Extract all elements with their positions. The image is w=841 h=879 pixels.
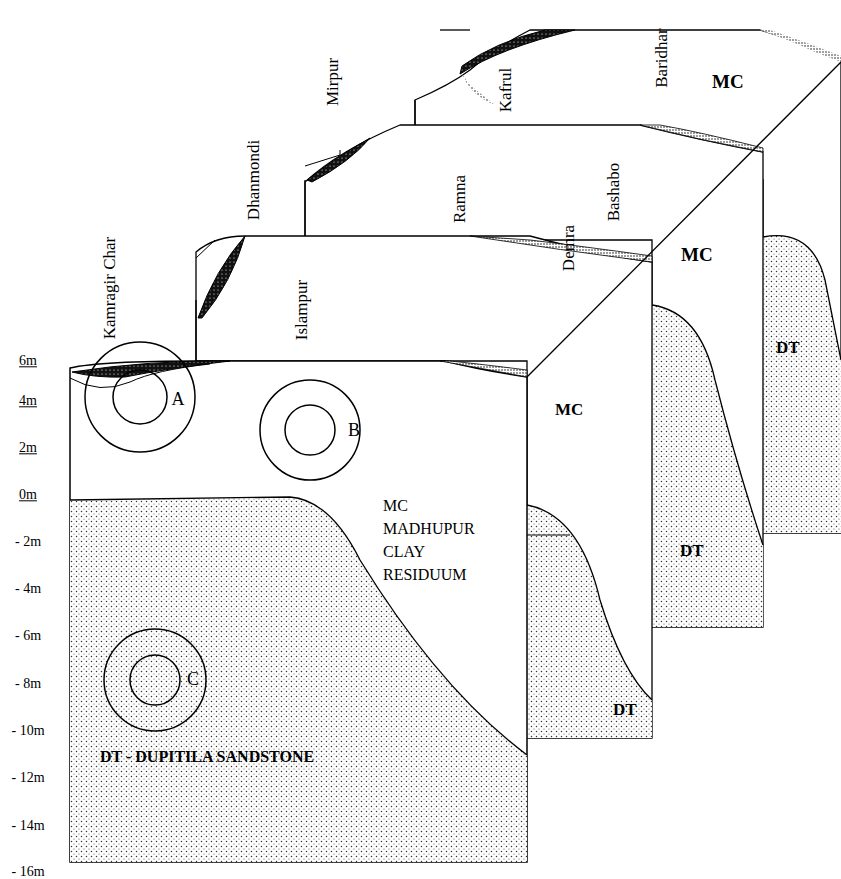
location-name: Demra bbox=[560, 225, 579, 271]
location-name: Bashabo bbox=[605, 163, 624, 222]
unit-label: DT bbox=[613, 701, 637, 720]
sample-circle: A bbox=[84, 341, 196, 453]
depth-tick: - 6m bbox=[15, 628, 41, 643]
location-name: Baridhar bbox=[653, 28, 672, 87]
unit-legend: MC MADHUPUR CLAY RESIDUUM bbox=[383, 494, 495, 586]
depth-tick: 2m bbox=[19, 440, 37, 455]
location-name: Islampur bbox=[293, 280, 312, 340]
circle-outline bbox=[259, 379, 361, 481]
circle-letter: A bbox=[172, 390, 185, 408]
depth-tick: 0m bbox=[19, 487, 37, 502]
location-name: Dhanmondi bbox=[245, 140, 264, 220]
section-panel bbox=[70, 300, 527, 862]
location-name: Kamragir Char bbox=[101, 237, 120, 339]
location-name: Ramna bbox=[451, 175, 470, 223]
unit-label: MC bbox=[555, 401, 583, 420]
unit-legend: DT - DUPITILA SANDSTONE bbox=[100, 748, 314, 766]
sample-circle: C bbox=[103, 628, 207, 732]
depth-tick: 4m bbox=[19, 393, 37, 408]
unit-label: MC bbox=[681, 245, 713, 266]
depth-tick: - 2m bbox=[15, 534, 41, 549]
depth-tick: - 8m bbox=[15, 676, 41, 691]
depth-tick: - 12m bbox=[11, 770, 44, 785]
circle-letter: C bbox=[187, 670, 199, 688]
unit-label: MC bbox=[712, 72, 744, 93]
location-name: Kafrul bbox=[497, 68, 516, 112]
unit-label: DT bbox=[776, 339, 800, 358]
depth-tick: 6m bbox=[19, 353, 37, 368]
sample-circle: B bbox=[259, 379, 361, 481]
circle-letter: B bbox=[348, 421, 360, 439]
block-edge bbox=[527, 62, 841, 377]
location-name: Mirpur bbox=[324, 58, 343, 106]
depth-tick: - 4m bbox=[15, 581, 41, 596]
unit-label: DT bbox=[680, 542, 704, 561]
depth-tick: - 14m bbox=[11, 818, 44, 833]
depth-tick: - 10m bbox=[11, 723, 44, 738]
depth-tick: - 16m bbox=[11, 864, 44, 879]
